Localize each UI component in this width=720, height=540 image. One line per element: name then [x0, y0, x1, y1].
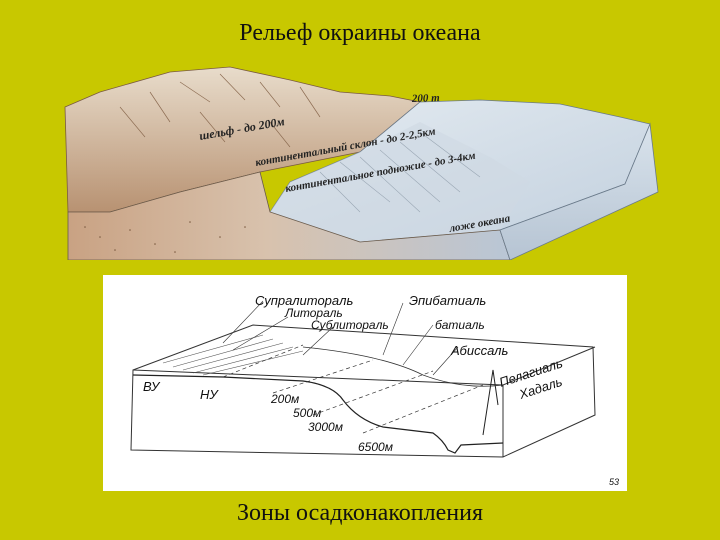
label-200m: 200 m [411, 92, 441, 105]
zone-curve [302, 346, 504, 387]
page-mark: 53 [609, 477, 619, 487]
label-nu: НУ [200, 387, 219, 402]
leader-lines [222, 300, 459, 376]
page-title-top: Рельеф окраины океана [239, 20, 481, 46]
label-6500m: 6500м [358, 440, 393, 454]
label-vu: ВУ [143, 379, 161, 394]
slope-lines [319, 131, 481, 213]
pelagial-line [482, 369, 499, 436]
label-abyssal: Абиссаль [450, 343, 508, 358]
label-supralittoral: Супралиторaль [255, 293, 353, 308]
label-sublittoral: Сублиторaль [311, 318, 389, 332]
block-outline [130, 324, 596, 458]
seafloor-profile [132, 374, 504, 454]
sediment-dots [84, 221, 246, 253]
block-right-side [499, 122, 659, 260]
ocean-relief-block: 200 m шельф - до 200м континентальный ск… [64, 66, 659, 260]
block-front-side [67, 171, 511, 260]
littoral-hatching [162, 334, 304, 376]
depth-lines [222, 344, 484, 434]
label-bathyal: батиаль [435, 318, 485, 332]
mountain-hatching [119, 73, 321, 148]
label-200m: 200м [270, 392, 299, 406]
page-title-bottom: Зоны осадконакопления [237, 500, 483, 526]
label-500m: 500м [293, 406, 321, 420]
label-epibathyal: Эпибатиаль [409, 293, 486, 308]
label-3000m: 3000м [308, 420, 343, 434]
sedimentation-zones-diagram: Супралиторaль Литораль Сублиторaль Эпиба… [103, 275, 627, 491]
label-littoral: Литораль [284, 306, 343, 320]
slope-shading [270, 122, 530, 242]
